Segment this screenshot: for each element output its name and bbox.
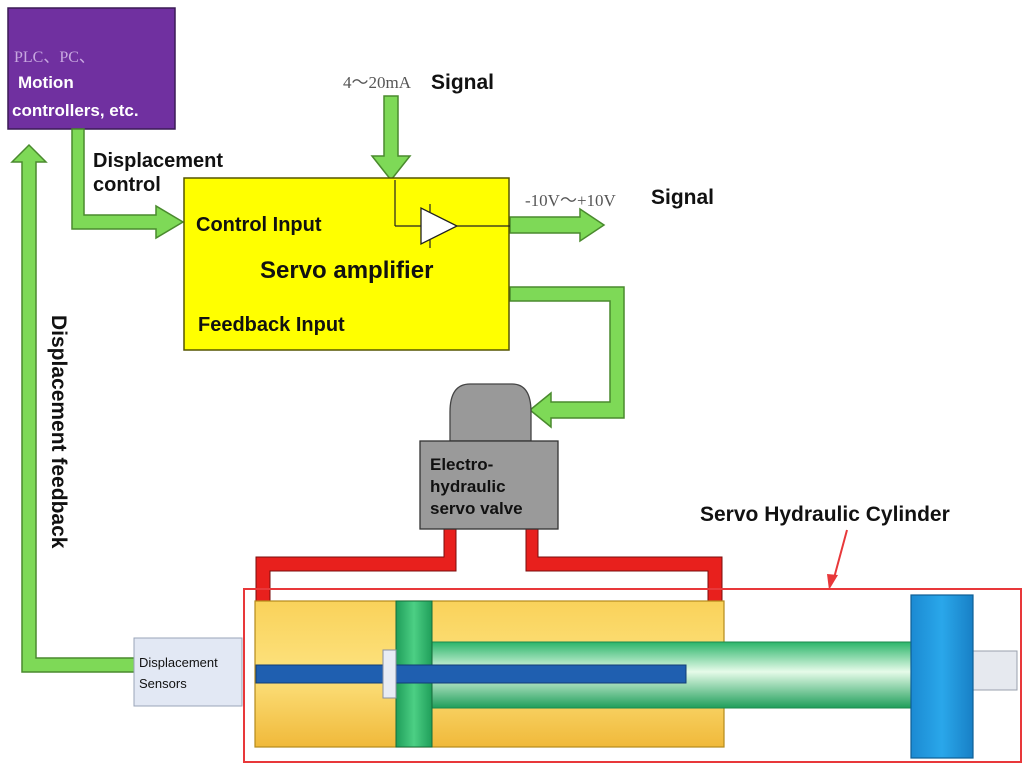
feedback-arrow xyxy=(10,143,137,673)
valve-line1: Electro- xyxy=(430,455,493,474)
sensor-line2: Sensors xyxy=(139,676,187,691)
end-cap xyxy=(910,594,974,759)
controller-line3: controllers, etc. xyxy=(12,101,139,120)
controller-box: PLC、PC、 Motion controllers, etc. xyxy=(7,7,176,130)
signal-out-value: -10V～+10V xyxy=(525,191,617,210)
displacement-feedback-label: Displacement feedback xyxy=(47,315,70,549)
valve-motor-cap xyxy=(449,383,532,442)
signal-out-arrow xyxy=(509,207,606,243)
servo-valve: Electro- hydraulic servo valve xyxy=(419,383,559,530)
cylinder-pointer-arrow xyxy=(827,529,848,590)
cylinder-label: Servo Hydraulic Cylinder xyxy=(700,503,950,526)
hydraulic-cylinder xyxy=(254,594,1018,759)
displacement-control-line2: control xyxy=(93,174,161,196)
controller-line1: PLC、PC、 xyxy=(14,49,95,66)
valve-body xyxy=(419,440,559,530)
signal-in-label: Signal xyxy=(431,71,494,94)
servo-amplifier: Control Input Servo amplifier Feedback I… xyxy=(183,177,510,351)
amplifier-title: Servo amplifier xyxy=(260,257,433,284)
valve-drive-arrow xyxy=(509,286,625,429)
controller-line2: Motion xyxy=(18,73,74,92)
cylinder-highlight-frame xyxy=(243,588,1022,763)
rod-end-stub xyxy=(972,650,1018,691)
sensor-magnet xyxy=(382,649,397,699)
feedback-input-label: Feedback Input xyxy=(198,314,345,336)
green-arrows xyxy=(10,95,625,673)
signal-out-label: Signal xyxy=(651,186,714,209)
control-input-label: Control Input xyxy=(196,214,322,236)
valve-line2: hydraulic xyxy=(430,477,506,496)
displacement-sensor: Displacement Sensors xyxy=(133,637,243,707)
op-amp-triangle-icon xyxy=(420,206,459,246)
sensor-line1: Displacement xyxy=(139,655,218,670)
signal-in-value: 4～20mA xyxy=(343,73,412,92)
sensor-rod xyxy=(255,664,687,684)
displacement-control-line1: Displacement xyxy=(93,150,223,172)
signal-in-arrow xyxy=(370,95,412,182)
valve-line3: servo valve xyxy=(430,499,523,518)
displacement-control-arrow xyxy=(71,128,185,240)
